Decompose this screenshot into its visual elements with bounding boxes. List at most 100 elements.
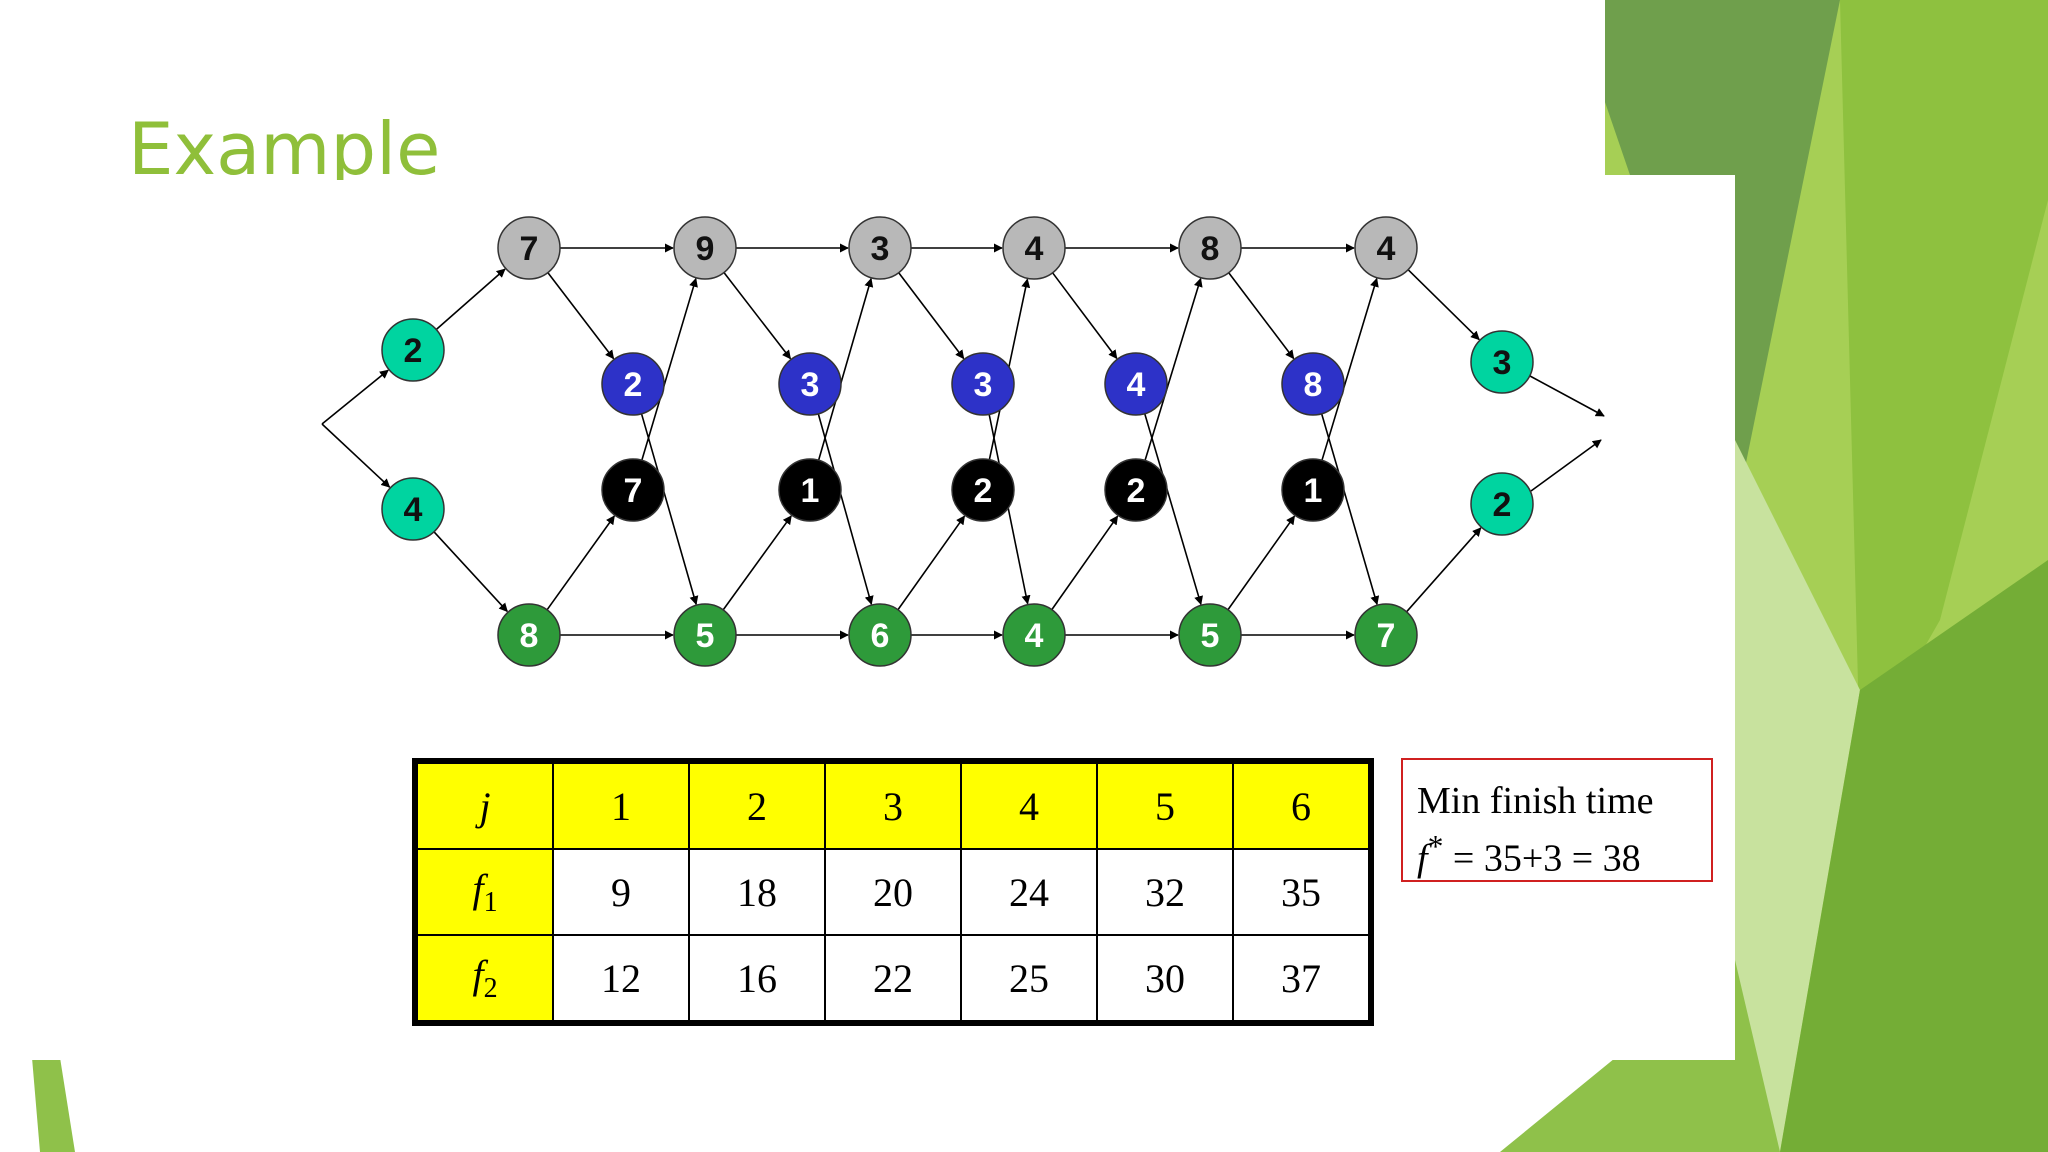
arrow-exit2-to-end	[1530, 439, 1602, 492]
node-circle	[1354, 603, 1418, 667]
node-line1-station-5: 8	[1178, 216, 1242, 280]
node-line2-station-3: 6	[848, 603, 912, 667]
table-cell: 22	[824, 934, 962, 1024]
node-line2-station-4: 4	[1002, 603, 1066, 667]
header-label-j: j	[414, 760, 554, 850]
node-transfer-1to2-1: 2	[601, 352, 665, 416]
node-circle	[1354, 216, 1418, 280]
node-circle	[1002, 216, 1066, 280]
node-line1-station-3: 3	[848, 216, 912, 280]
node-label: 4	[1025, 230, 1044, 268]
node-circle	[778, 458, 842, 522]
column-header: 6	[1232, 760, 1372, 850]
min-finish-time-box: Min finish time f* = 35+3 = 38	[1401, 758, 1713, 882]
node-label: 4	[1377, 230, 1396, 268]
table-header-row: j 1 2 3 4 5 6	[414, 760, 1372, 850]
node-label: 2	[1127, 472, 1146, 510]
table-cell: 30	[1096, 934, 1234, 1024]
arrow-entry1-to-line1	[435, 268, 506, 331]
node-label: 1	[801, 472, 820, 510]
arrow-start-to-entry-2	[321, 423, 391, 488]
arrow-line1-to-transfer	[1228, 272, 1295, 360]
arrow-transfer-to-line1	[817, 277, 874, 461]
node-circle	[1104, 458, 1168, 522]
background-shape-mid	[1840, 0, 2048, 760]
arrow-line2-to-transfer	[722, 515, 792, 611]
node-line1-station-1: 7	[497, 216, 561, 280]
table-cell: 37	[1232, 934, 1372, 1024]
node-label: 5	[696, 617, 715, 655]
arrow-line1-to-transfer	[1051, 272, 1118, 360]
result-line-2: f* = 35+3 = 38	[1417, 829, 1641, 880]
arrow-transfer-to-line2	[1143, 413, 1203, 606]
arrow-line2-to-exit	[1405, 527, 1482, 613]
arrow-exit1-to-end	[1529, 375, 1605, 417]
table-row-f2: f2 12 16 22 25 30 37	[414, 934, 1372, 1024]
node-circle	[673, 216, 737, 280]
column-header: 4	[960, 760, 1098, 850]
row-label-f1: f1	[414, 848, 554, 936]
node-circle	[673, 603, 737, 667]
node-circle	[1002, 603, 1066, 667]
node-label: 2	[974, 472, 993, 510]
table-cell: 16	[688, 934, 826, 1024]
node-line2-station-2: 5	[673, 603, 737, 667]
node-label: 3	[801, 366, 820, 404]
node-label: 3	[1493, 344, 1512, 382]
node-exit-line1: 3	[1470, 330, 1534, 394]
background-shape-deep	[1780, 560, 2048, 1152]
node-line2-station-1: 8	[497, 603, 561, 667]
node-label: 7	[624, 472, 643, 510]
node-label: 4	[404, 491, 423, 529]
node-circle	[381, 477, 445, 541]
node-transfer-1to2-4: 4	[1104, 352, 1168, 416]
table-cell: 25	[960, 934, 1098, 1024]
arrow-transfer-to-line1	[641, 277, 698, 461]
node-circle	[848, 216, 912, 280]
node-label: 3	[871, 230, 890, 268]
column-header: 5	[1096, 760, 1234, 850]
node-circle	[381, 318, 445, 382]
node-label: 8	[520, 617, 539, 655]
node-label: 3	[974, 366, 993, 404]
arrow-transfer-to-line2	[1320, 413, 1380, 606]
node-label: 4	[1025, 617, 1044, 655]
node-circle	[1178, 216, 1242, 280]
node-circle	[1470, 472, 1534, 536]
row-label-f2: f2	[414, 934, 554, 1024]
node-circle	[1470, 330, 1534, 394]
node-label: 8	[1304, 366, 1323, 404]
table-cell: 32	[1096, 848, 1234, 936]
node-circle	[497, 603, 561, 667]
node-transfer-2to1-1: 7	[601, 458, 665, 522]
table-cell: 20	[824, 848, 962, 936]
node-transfer-2to1-5: 1	[1281, 458, 1345, 522]
table-cell: 12	[552, 934, 690, 1024]
arrow-start-to-entry-1	[321, 369, 389, 425]
node-line2-station-5: 5	[1178, 603, 1242, 667]
node-label: 6	[871, 617, 890, 655]
table-cell: 24	[960, 848, 1098, 936]
node-circle	[1281, 352, 1345, 416]
node-label: 2	[404, 332, 423, 370]
table-row-f1: f1 9 18 20 24 32 35	[414, 848, 1372, 936]
node-label: 2	[624, 366, 643, 404]
node-label: 2	[1493, 486, 1512, 524]
node-line1-station-2: 9	[673, 216, 737, 280]
node-circle	[951, 458, 1015, 522]
node-label: 5	[1201, 617, 1220, 655]
arrow-transfer-to-line1	[1321, 277, 1379, 461]
diagram-edges	[321, 243, 1605, 640]
arrow-transfer-to-line2	[817, 413, 874, 606]
title-panel	[0, 0, 1605, 175]
node-circle	[601, 458, 665, 522]
column-header: 3	[824, 760, 962, 850]
node-label: 1	[1304, 472, 1323, 510]
arrow-line1-to-transfer	[898, 272, 965, 360]
column-header: 1	[552, 760, 690, 850]
node-circle	[951, 352, 1015, 416]
finish-time-table: j 1 2 3 4 5 6 f1 9 18 20 24 32 35 f2 12 …	[412, 758, 1374, 1026]
node-line1-station-6: 4	[1354, 216, 1418, 280]
node-circle	[497, 216, 561, 280]
